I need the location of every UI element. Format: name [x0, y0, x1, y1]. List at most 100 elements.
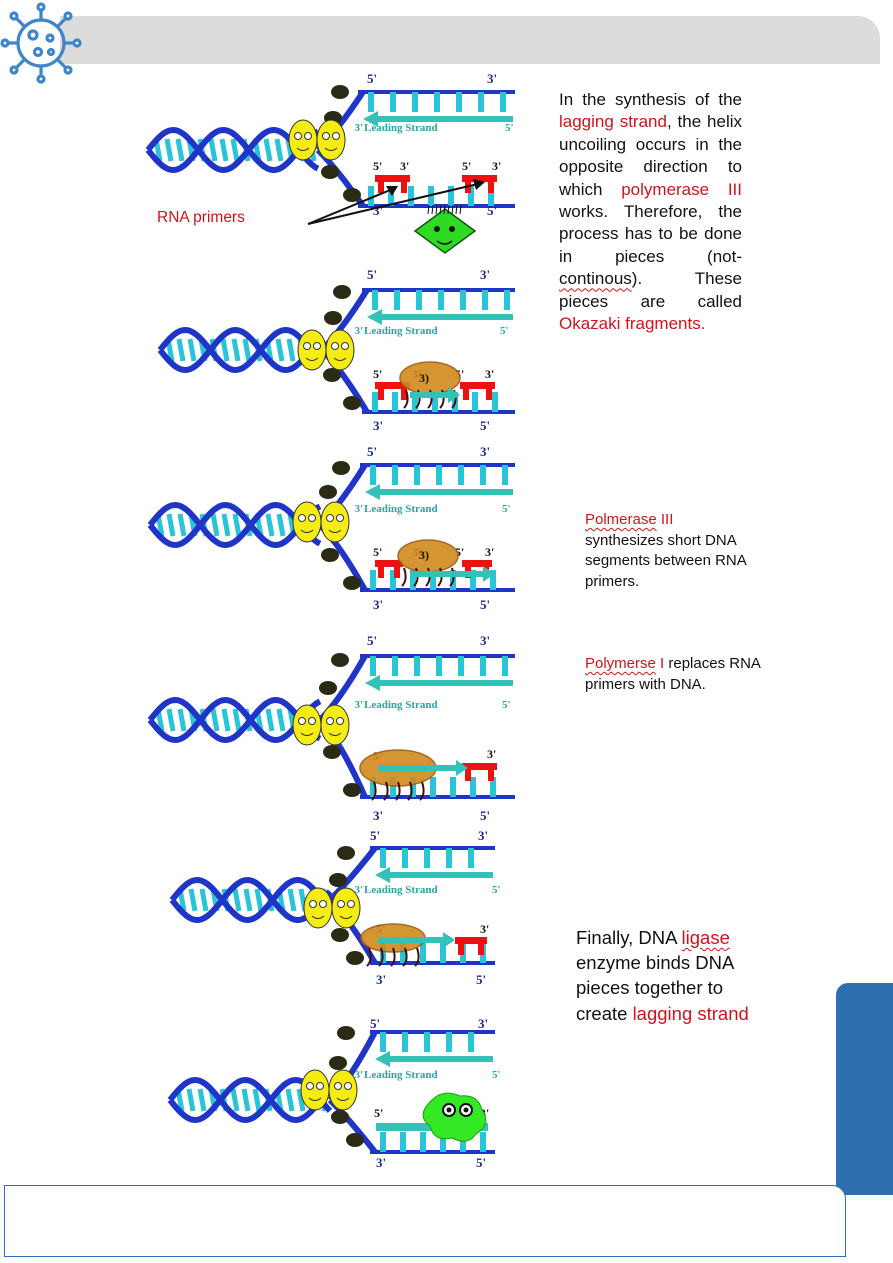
strand-end-label: 3' — [376, 1155, 386, 1170]
protein-bead — [343, 188, 361, 202]
mouth — [300, 732, 314, 736]
base-bottom — [468, 186, 474, 206]
base-bottom — [480, 1132, 486, 1152]
eye — [326, 514, 334, 522]
roman-one: I — [655, 655, 665, 672]
polymerase-leg — [390, 947, 396, 967]
p1-text: In the synthesis of the — [559, 90, 742, 109]
protein-bead — [333, 285, 351, 299]
base-bottom — [430, 777, 436, 797]
protein-bead — [321, 165, 339, 179]
eye — [326, 717, 334, 725]
p4-text: Finally, DNA — [576, 927, 682, 948]
ligase-term: ligase — [681, 927, 730, 948]
rna-primer-leg — [488, 763, 494, 781]
base-bottom — [492, 392, 498, 412]
eye — [336, 717, 344, 725]
protein-bead — [331, 928, 349, 942]
eye — [303, 342, 311, 350]
hair — [443, 204, 446, 215]
eye — [337, 900, 345, 908]
leading-3prime: 3' — [354, 325, 363, 337]
lagging-strand-term: lagging strand — [559, 112, 667, 132]
rna-primer — [462, 560, 492, 567]
base-bottom — [390, 777, 396, 797]
base-top — [414, 656, 420, 676]
rna-primer-leg — [378, 382, 384, 400]
base-bottom — [412, 392, 418, 412]
base-top — [390, 92, 396, 112]
base-bottom — [440, 943, 446, 963]
base-top — [458, 465, 464, 485]
base-bottom — [460, 1132, 466, 1152]
protein-bead — [323, 745, 341, 759]
helix-strand — [147, 501, 322, 549]
base-bottom — [420, 943, 426, 963]
polymerase-leg — [437, 567, 443, 587]
helicase-face — [297, 329, 327, 371]
mouth — [436, 240, 453, 245]
eye — [449, 226, 455, 232]
primase-enzyme — [413, 208, 477, 254]
helix-rung — [166, 513, 176, 537]
lagging-end-label: 5' — [374, 1106, 383, 1120]
base-top — [502, 656, 508, 676]
strand-end-label: 3' — [480, 444, 490, 459]
helicase-face — [328, 1069, 358, 1111]
lagging-strand-term: lagging strand — [632, 1002, 749, 1024]
ligase-pupil — [463, 1107, 469, 1113]
rna-primer-leg — [465, 175, 471, 193]
lagging-end-label: 3' — [485, 367, 494, 381]
polymerase-leg — [366, 947, 372, 967]
rna-primer — [375, 382, 410, 389]
strand-end-label: 5' — [480, 808, 490, 823]
helix-rung — [265, 513, 275, 537]
eye — [306, 1082, 314, 1090]
base-bottom — [490, 777, 496, 797]
base-bottom — [370, 570, 376, 590]
base-top — [436, 465, 442, 485]
base-bottom — [388, 186, 394, 206]
lagging-end-label: 5' — [373, 545, 382, 559]
rna-primer — [375, 560, 403, 567]
rna-primer-leg — [486, 382, 492, 400]
paragraph-polymerase-i: Polymerse I replaces RNA primers with DN… — [585, 654, 765, 695]
leading-arrowhead — [365, 675, 380, 691]
rna-primer-leg — [465, 560, 471, 578]
mouth — [328, 732, 342, 736]
rna-primer — [375, 175, 410, 182]
base-top — [460, 290, 466, 310]
paragraph-ligase: Finally, DNA ligase enzyme binds DNA pie… — [576, 925, 756, 1026]
helicase-face — [292, 501, 322, 543]
leading-arrowhead — [365, 484, 380, 500]
eye — [304, 132, 312, 140]
helix-rung — [286, 338, 296, 362]
base-top — [372, 290, 378, 310]
roman-three: III — [656, 511, 674, 528]
hair — [435, 204, 438, 215]
base-bottom — [470, 777, 476, 797]
strand-end-label: 3' — [480, 633, 490, 648]
helix-rung — [274, 138, 284, 162]
pointer-line — [307, 187, 396, 225]
polymerase-leg — [378, 947, 384, 967]
eye — [313, 342, 321, 350]
leading-3prime: 3' — [354, 699, 363, 711]
rna-primer-leg — [378, 175, 384, 193]
fragment-arrowhead — [483, 566, 495, 582]
helix-rung — [232, 708, 242, 732]
strand-end-label: 3' — [478, 1016, 488, 1031]
helix-rung — [199, 888, 209, 912]
helix-strand — [167, 1076, 333, 1124]
mouth — [324, 147, 338, 151]
base-top — [370, 465, 376, 485]
helix-rung — [164, 138, 174, 162]
base-top — [424, 848, 430, 868]
strand-end-label: 3' — [376, 972, 386, 987]
base-top — [380, 848, 386, 868]
helicase-face — [320, 704, 350, 746]
leading-arrowhead — [363, 111, 378, 127]
lagging-end-label: 5' — [373, 367, 382, 381]
